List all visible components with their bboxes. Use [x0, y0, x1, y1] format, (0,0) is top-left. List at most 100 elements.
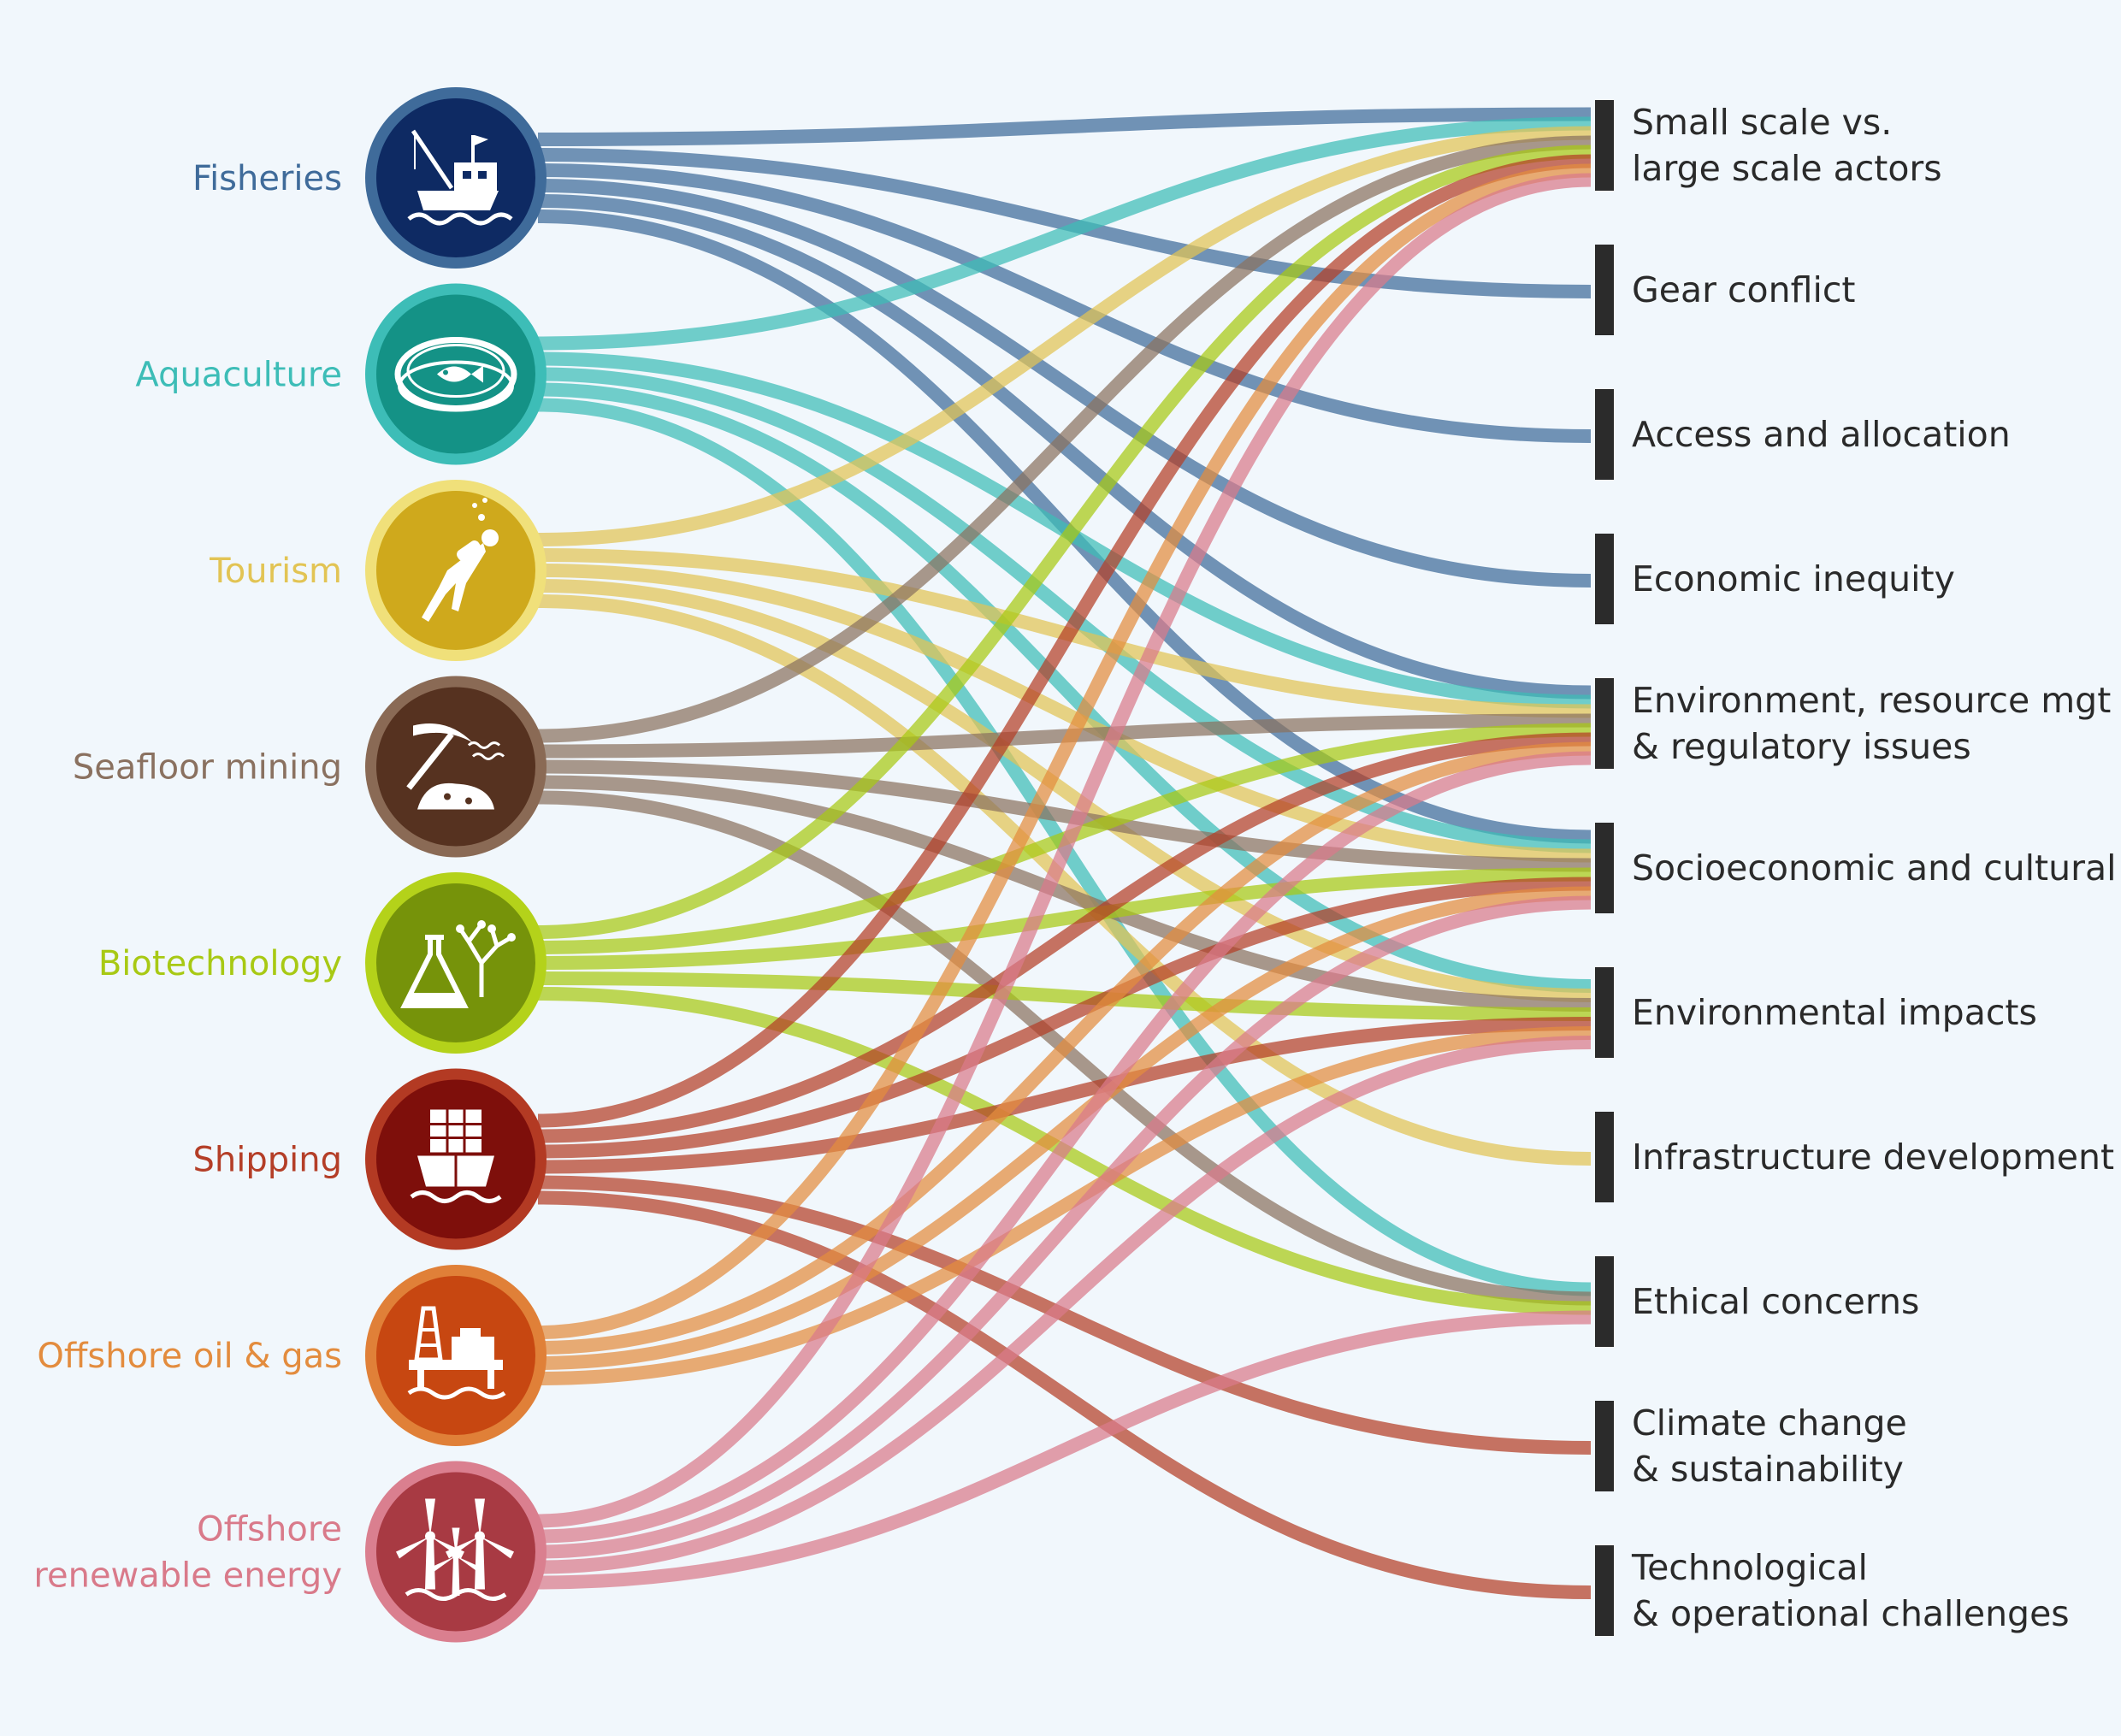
- sector-label: Shipping: [193, 1141, 343, 1180]
- link-shipping-to-environmental-impacts: [537, 1017, 1592, 1174]
- pickaxe-icon: [406, 723, 505, 810]
- issue-bar: [1595, 389, 1614, 480]
- sector-fisheries: Fisheries: [192, 87, 546, 269]
- link-seafloor-mining-to-environmental-impacts: [537, 775, 1592, 1012]
- issue-label: & sustainability: [1632, 1449, 1904, 1490]
- issue-bar: [1595, 100, 1614, 191]
- link-shipping-to-technological: [537, 1190, 1592, 1599]
- wind-turbine-icon: [396, 1498, 514, 1601]
- fishing-boat-icon: [407, 129, 513, 226]
- issue-label: & regulatory issues: [1632, 726, 1971, 767]
- link-seafloor-mining-to-socioeconomic-cultural: [537, 759, 1592, 872]
- link-aquaculture-to-small-vs-large: [537, 116, 1592, 351]
- issue-environment-resource: Environment, resource mgt & regulatory is…: [1595, 678, 2111, 769]
- sector-label: renewable energy: [33, 1556, 342, 1596]
- link-offshore-renewable-to-ethical-concerns: [537, 1310, 1592, 1590]
- sector-aquaculture: Aquaculture: [135, 283, 546, 465]
- issue-bar: [1595, 1112, 1614, 1202]
- sector-shipping: Shipping: [193, 1068, 546, 1250]
- link-tourism-to-environmental-impacts: [537, 579, 1592, 1002]
- issue-technological: Technological & operational challenges: [1595, 1545, 2070, 1636]
- link-offshore-renewable-to-socioeconomic-cultural: [537, 895, 1592, 1559]
- link-tourism-to-infrastructure: [537, 594, 1592, 1166]
- issue-socioeconomic-cultural: Socioeconomic and cultural: [1595, 823, 2116, 913]
- issue-infrastructure: Infrastructure development: [1595, 1112, 2114, 1202]
- issue-label: Environmental impacts: [1632, 992, 2037, 1033]
- link-shipping-to-climate-change: [537, 1175, 1592, 1455]
- sector-label: Offshore: [197, 1510, 342, 1550]
- sector-label: Aquaculture: [135, 356, 342, 395]
- link-shipping-to-socioeconomic-cultural: [537, 877, 1592, 1159]
- issue-economic-inequity: Economic inequity: [1595, 534, 1955, 624]
- issue-label: Small scale vs.: [1632, 102, 1892, 143]
- link-offshore-renewable-to-environmental-impacts: [537, 1036, 1592, 1574]
- cargo-ship-icon: [410, 1109, 502, 1203]
- link-shipping-to-small-vs-large: [537, 154, 1592, 1128]
- link-offshore-oil-gas-to-socioeconomic-cultural: [537, 886, 1592, 1370]
- sector-seafloor-mining: Seafloor mining: [73, 676, 546, 858]
- sector-label: Seafloor mining: [73, 748, 342, 788]
- link-offshore-renewable-to-small-vs-large: [537, 173, 1592, 1528]
- issue-bar: [1595, 678, 1614, 769]
- link-shipping-to-environment-resource: [537, 732, 1592, 1143]
- link-seafloor-mining-to-environment-resource: [537, 713, 1592, 759]
- issue-label: Infrastructure development: [1632, 1137, 2114, 1178]
- issue-label: Economic inequity: [1632, 558, 1955, 599]
- issue-climate-change: Climate change & sustainability: [1595, 1401, 1907, 1491]
- sector-biotechnology: Biotechnology: [98, 872, 546, 1054]
- issue-bar: [1595, 1545, 1614, 1636]
- sector-label: Tourism: [209, 552, 342, 591]
- issue-access-allocation: Access and allocation: [1595, 389, 2011, 480]
- link-tourism-to-small-vs-large: [537, 126, 1592, 546]
- issue-label: Ethical concerns: [1632, 1281, 1919, 1322]
- issue-label: Socioeconomic and cultural: [1632, 847, 2116, 889]
- sector-offshore-oil-gas: Offshore oil & gas: [37, 1265, 546, 1446]
- issue-environmental-impacts: Environmental impacts: [1595, 967, 2037, 1058]
- link-fisheries-to-gear-conflict: [537, 148, 1592, 298]
- links-layer: [537, 107, 1592, 1599]
- sector-label: Offshore oil & gas: [37, 1337, 342, 1376]
- issue-bar: [1595, 1401, 1614, 1491]
- issue-ethical-concerns: Ethical concerns: [1595, 1256, 1919, 1347]
- issue-bar: [1595, 823, 1614, 913]
- link-aquaculture-to-socioeconomic-cultural: [537, 367, 1592, 853]
- issue-bar: [1595, 245, 1614, 335]
- link-offshore-oil-gas-to-environmental-impacts: [537, 1026, 1592, 1385]
- link-biotechnology-to-environmental-impacts: [537, 971, 1592, 1021]
- link-offshore-oil-gas-to-small-vs-large: [537, 163, 1592, 1339]
- link-fisheries-to-small-vs-large: [537, 107, 1592, 146]
- link-fisheries-to-access-allocation: [537, 163, 1592, 443]
- sector-icon-bg: [376, 883, 535, 1042]
- link-seafloor-mining-to-small-vs-large: [537, 135, 1592, 743]
- issue-bar: [1595, 1256, 1614, 1347]
- fish-pen-icon: [394, 337, 517, 412]
- link-offshore-oil-gas-to-environment-resource: [537, 741, 1592, 1355]
- issue-label: & operational challenges: [1632, 1593, 2070, 1634]
- oil-rig-icon: [407, 1306, 506, 1400]
- link-offshore-renewable-to-environment-resource: [537, 751, 1592, 1544]
- issue-label: Technological: [1631, 1547, 1868, 1588]
- issue-label: Climate change: [1632, 1402, 1907, 1444]
- issue-bar: [1595, 534, 1614, 624]
- issue-label: large scale actors: [1632, 148, 1942, 189]
- issue-label: Access and allocation: [1632, 414, 2011, 455]
- issue-bar: [1595, 967, 1614, 1058]
- link-tourism-to-socioeconomic-cultural: [537, 564, 1592, 863]
- sector-label: Biotechnology: [98, 944, 342, 983]
- sector-offshore-renewable: Offshore renewable energy: [33, 1461, 546, 1643]
- issue-label: Environment, resource mgt: [1632, 680, 2111, 721]
- sector-tourism: Tourism: [209, 480, 546, 661]
- link-biotechnology-to-small-vs-large: [537, 145, 1592, 939]
- link-aquaculture-to-environment-resource: [537, 351, 1592, 709]
- issue-small-vs-large: Small scale vs. large scale actors: [1595, 100, 1942, 191]
- issue-label: Gear conflict: [1632, 269, 1855, 310]
- scuba-diver-icon: [422, 498, 499, 622]
- sector-icon-bg: [376, 687, 535, 847]
- issue-gear-conflict: Gear conflict: [1595, 245, 1855, 335]
- link-fisheries-to-economic-inequity: [537, 179, 1592, 588]
- link-biotechnology-to-socioeconomic-cultural: [537, 867, 1592, 970]
- flask-icon: [400, 920, 516, 1008]
